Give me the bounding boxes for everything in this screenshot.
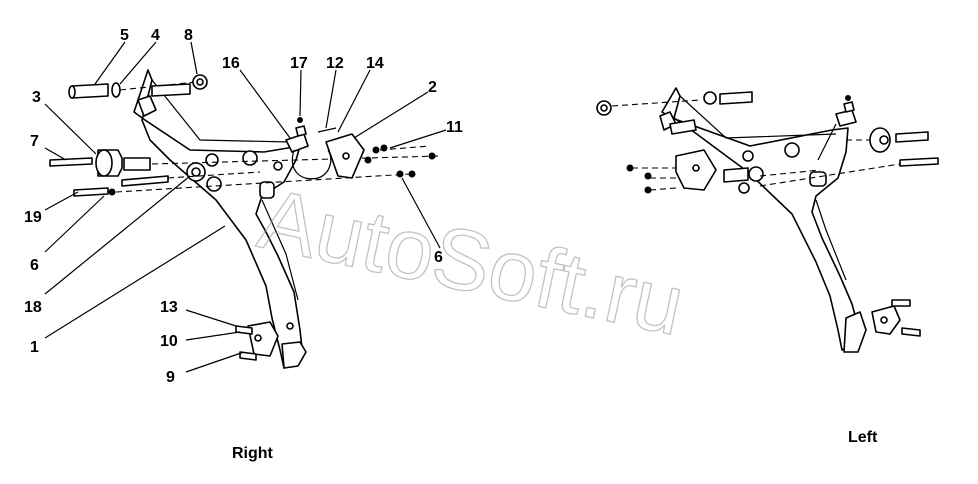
callout-11: 11 [446,119,463,136]
callout-3: 3 [32,89,41,106]
callout-10: 10 [160,333,178,350]
callout-9: 9 [166,369,175,386]
callout-numbers: 5 4 8 3 7 19 6 18 1 16 17 12 14 2 11 6 1… [24,27,463,386]
right-assembly [49,69,441,369]
callout-6-left: 6 [30,257,39,274]
washer-4 [111,82,121,98]
callout-18: 18 [24,299,42,316]
washer-6 [108,188,116,196]
clip-17 [297,117,303,123]
view-label-right: Right [232,445,274,462]
callout-5: 5 [120,27,129,44]
bracket-main-right [133,69,303,369]
callout-13: 13 [160,299,178,316]
bolt-5 [71,83,109,99]
left-assembly [596,87,939,353]
bolt-19 [73,187,109,197]
callout-1: 1 [30,339,39,356]
callout-12: 12 [326,55,344,72]
callout-16: 16 [222,55,240,72]
leader-lines-right [44,41,447,373]
watermark-text: AutoSoft.ru [251,171,692,354]
view-label-left: Left [848,429,878,446]
callout-7: 7 [30,133,39,150]
mount-plate-right [247,321,279,357]
callout-17: 17 [290,55,308,72]
bracket-hole [242,150,258,166]
spring-wire-12 [291,149,332,180]
callout-14: 14 [366,55,384,72]
callout-2: 2 [428,79,437,96]
callout-6-right: 6 [434,249,443,266]
callout-8: 8 [184,27,193,44]
callout-4: 4 [151,27,160,44]
callout-19: 19 [24,209,42,226]
